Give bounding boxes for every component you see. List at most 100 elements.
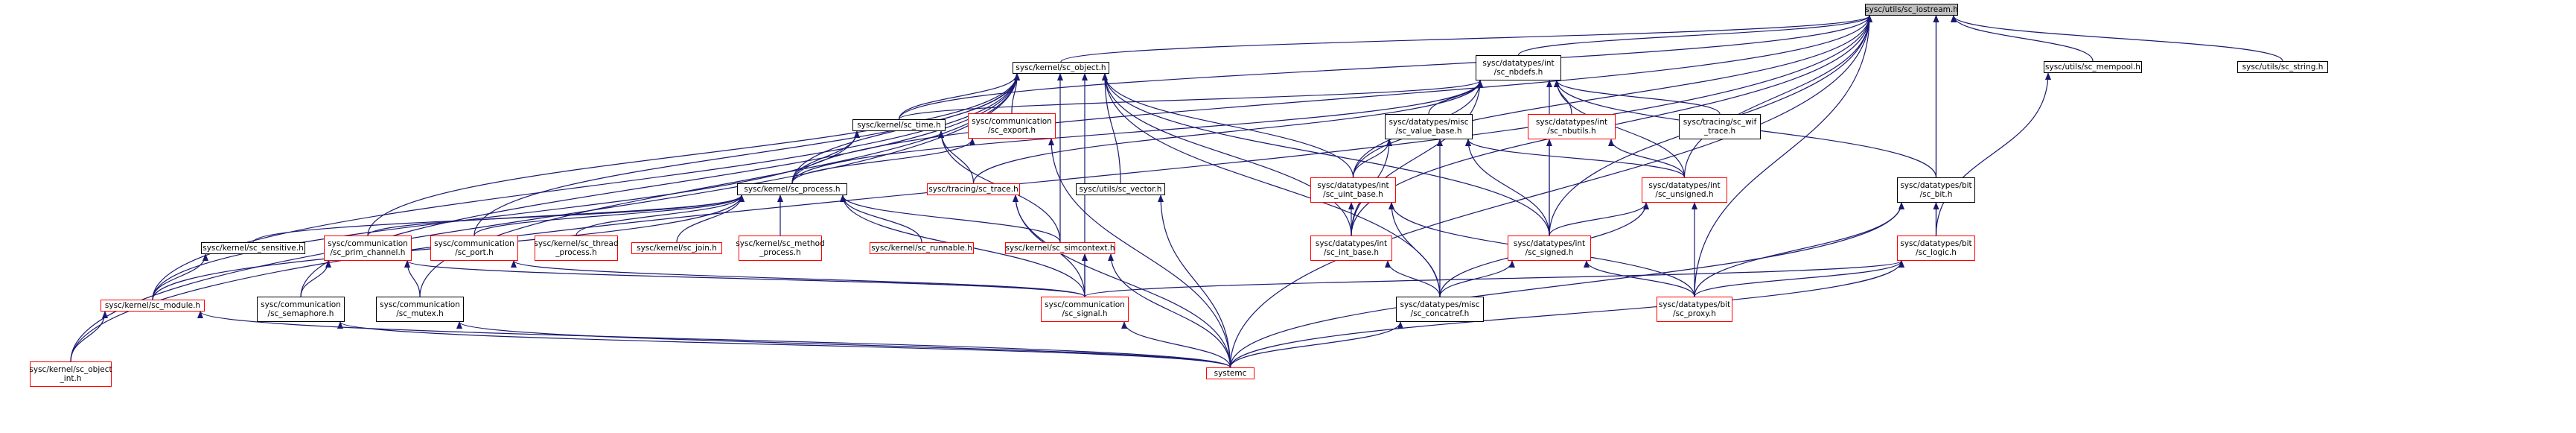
node-uintbase[interactable]: sysc/datatypes/int/sc_uint_base.h [1310,177,1396,203]
node-label: sysc/datatypes/int [1315,239,1388,248]
node-systemc[interactable]: systemc [1206,367,1254,379]
node-label: _int.h [60,374,82,383]
node-logic[interactable]: sysc/datatypes/bit/sc_logic.h [1897,236,1975,261]
node-bit[interactable]: sysc/datatypes/bit/sc_bit.h [1897,177,1975,203]
node-concatref[interactable]: sysc/datatypes/misc/sc_concatref.h [1396,297,1484,322]
edge-systemc-to-signal [1121,321,1231,368]
edge-proxy-to-iostream [1694,15,1872,297]
node-label: sysc/communication [1045,300,1125,309]
edge-module-to-object [152,73,1020,300]
node-label: sysc/datatypes/bit [1900,239,1972,248]
node-label: sysc/datatypes/int [1648,181,1721,190]
node-vector[interactable]: sysc/utils/sc_vector.h [1076,183,1165,195]
edge-time-to-object [898,73,1020,120]
node-label: sysc/communication [434,239,514,248]
node-label: sysc/kernel/sc_process.h [744,185,841,194]
node-label: sysc/datatypes/misc [1389,118,1469,127]
node-proxy[interactable]: sysc/datatypes/bit/sc_proxy.h [1657,297,1732,322]
node-port[interactable]: sysc/communication/sc_port.h [430,236,518,261]
edge-module-to-sensitive [152,253,208,300]
edge-nbutils-to-nbdefs [1554,80,1572,115]
edge-time-to-nbdefs [898,80,1483,120]
node-iostream[interactable]: sysc/utils/sc_iostream.h [1865,4,1958,16]
edge-systemc-to-concatref [1229,321,1403,368]
node-objectint[interactable]: sysc/kernel/sc_object_int.h [29,361,112,387]
node-thread[interactable]: sysc/kernel/sc_thread_process.h [534,236,619,261]
node-label: sysc/utils/sc_mempool.h [2045,63,2140,72]
node-label: /sc_mutex.h [396,309,444,318]
edge-semaphore-to-object [300,73,1020,297]
node-label: systemc [1214,369,1247,378]
edge-port-to-process [474,195,745,236]
edge-systemc-to-simcontext [1108,253,1231,368]
node-signal[interactable]: sysc/communication/sc_signal.h [1041,297,1129,322]
node-nbutils[interactable]: sysc/datatypes/int/sc_nbutils.h [1528,114,1616,139]
edge-signal-to-primch [404,260,1085,297]
node-label: sysc/tracing/sc_trace.h [928,185,1018,194]
edge-signal-to-logic [1084,260,1904,297]
edge-process-to-export [791,138,975,184]
edge-unsigned-to-valuebase [1465,139,1686,178]
edge-mutex-to-primch [404,260,421,297]
node-intbase[interactable]: sysc/datatypes/int/sc_int_base.h [1310,236,1392,261]
edge-signed-to-object [1102,73,1550,236]
node-label: /sc_unsigned.h [1655,190,1714,199]
edge-trace-to-time [938,130,975,184]
node-export[interactable]: sysc/communication/sc_export.h [968,113,1056,139]
node-primch[interactable]: sysc/communication/sc_prim_channel.h [324,236,412,261]
node-mutex[interactable]: sysc/communication/sc_mutex.h [376,297,464,322]
node-string[interactable]: sysc/utils/sc_string.h [2237,61,2328,73]
node-nbdefs[interactable]: sysc/datatypes/int/sc_nbdefs.h [1476,55,1561,80]
node-time[interactable]: sysc/kernel/sc_time.h [852,119,946,131]
node-label: sysc/kernel/sc_join.h [637,244,717,253]
node-label: sysc/kernel/sc_time.h [857,121,941,130]
node-simcontext[interactable]: sysc/kernel/sc_simcontext.h [1005,242,1115,254]
node-label: /sc_nbutils.h [1547,127,1596,136]
node-signed[interactable]: sysc/datatypes/int/sc_signed.h [1508,236,1591,261]
edge-objectint-to-object [70,73,1020,362]
node-process[interactable]: sysc/kernel/sc_process.h [737,183,847,195]
edge-port-to-object [474,73,1020,236]
edge-primch-to-object [367,73,1020,236]
node-trace[interactable]: sysc/tracing/sc_trace.h [927,183,1020,195]
node-semaphore[interactable]: sysc/communication/sc_semaphore.h [257,297,345,322]
node-label: sysc/datatypes/int [1317,181,1389,190]
node-unsigned[interactable]: sysc/datatypes/int/sc_unsigned.h [1642,177,1727,203]
node-label: sysc/kernel/sc_object.h [1016,63,1106,72]
edge-nbdefs-to-iostream [1517,15,1872,56]
edge-systemc-to-module [197,311,1231,368]
node-label: _process.h [759,248,801,257]
edge-concatref-to-uintbase [1389,202,1441,297]
edge-signed-to-unsigned [1549,202,1649,236]
node-method[interactable]: sysc/kernel/sc_method_process.h [736,236,825,261]
node-label: sysc/kernel/sc_thread [534,239,619,248]
edge-semaphore-to-primch [300,260,331,297]
node-label: sysc/communication [972,117,1052,126]
node-valuebase[interactable]: sysc/datatypes/misc/sc_value_base.h [1385,114,1473,139]
node-module[interactable]: sysc/kernel/sc_module.h [101,300,205,312]
node-label: /sc_nbdefs.h [1493,68,1543,77]
edge-simcontext-to-process [840,195,1061,243]
edge-systemc-to-mutex [456,321,1231,368]
node-label: sysc/communication [328,239,408,248]
node-join[interactable]: sysc/kernel/sc_join.h [631,242,722,254]
node-label: /sc_bit.h [1919,190,1953,199]
node-label: sysc/datatypes/int [1513,239,1586,248]
node-label: sysc/communication [261,300,341,309]
node-label: /sc_logic.h [1916,248,1957,257]
edge-systemc-to-iostream [1229,15,1872,368]
edge-runnable-to-process [840,195,922,243]
node-wif[interactable]: sysc/tracing/sc_wif_trace.h [1679,114,1761,139]
node-mempool[interactable]: sysc/utils/sc_mempool.h [2044,61,2142,73]
edge-proxy-to-logic [1694,260,1904,297]
node-label: /sc_concatref.h [1410,309,1470,318]
edge-wif-to-nbdefs [1554,80,1721,115]
node-runnable[interactable]: sysc/kernel/sc_runnable.h [870,242,974,254]
node-sensitive[interactable]: sysc/kernel/sc_sensitive.h [201,242,305,254]
node-label: /sc_export.h [987,126,1036,135]
node-object[interactable]: sysc/kernel/sc_object.h [1013,62,1109,74]
node-label: /sc_signal.h [1062,309,1108,318]
edge-thread-to-process [576,195,745,236]
